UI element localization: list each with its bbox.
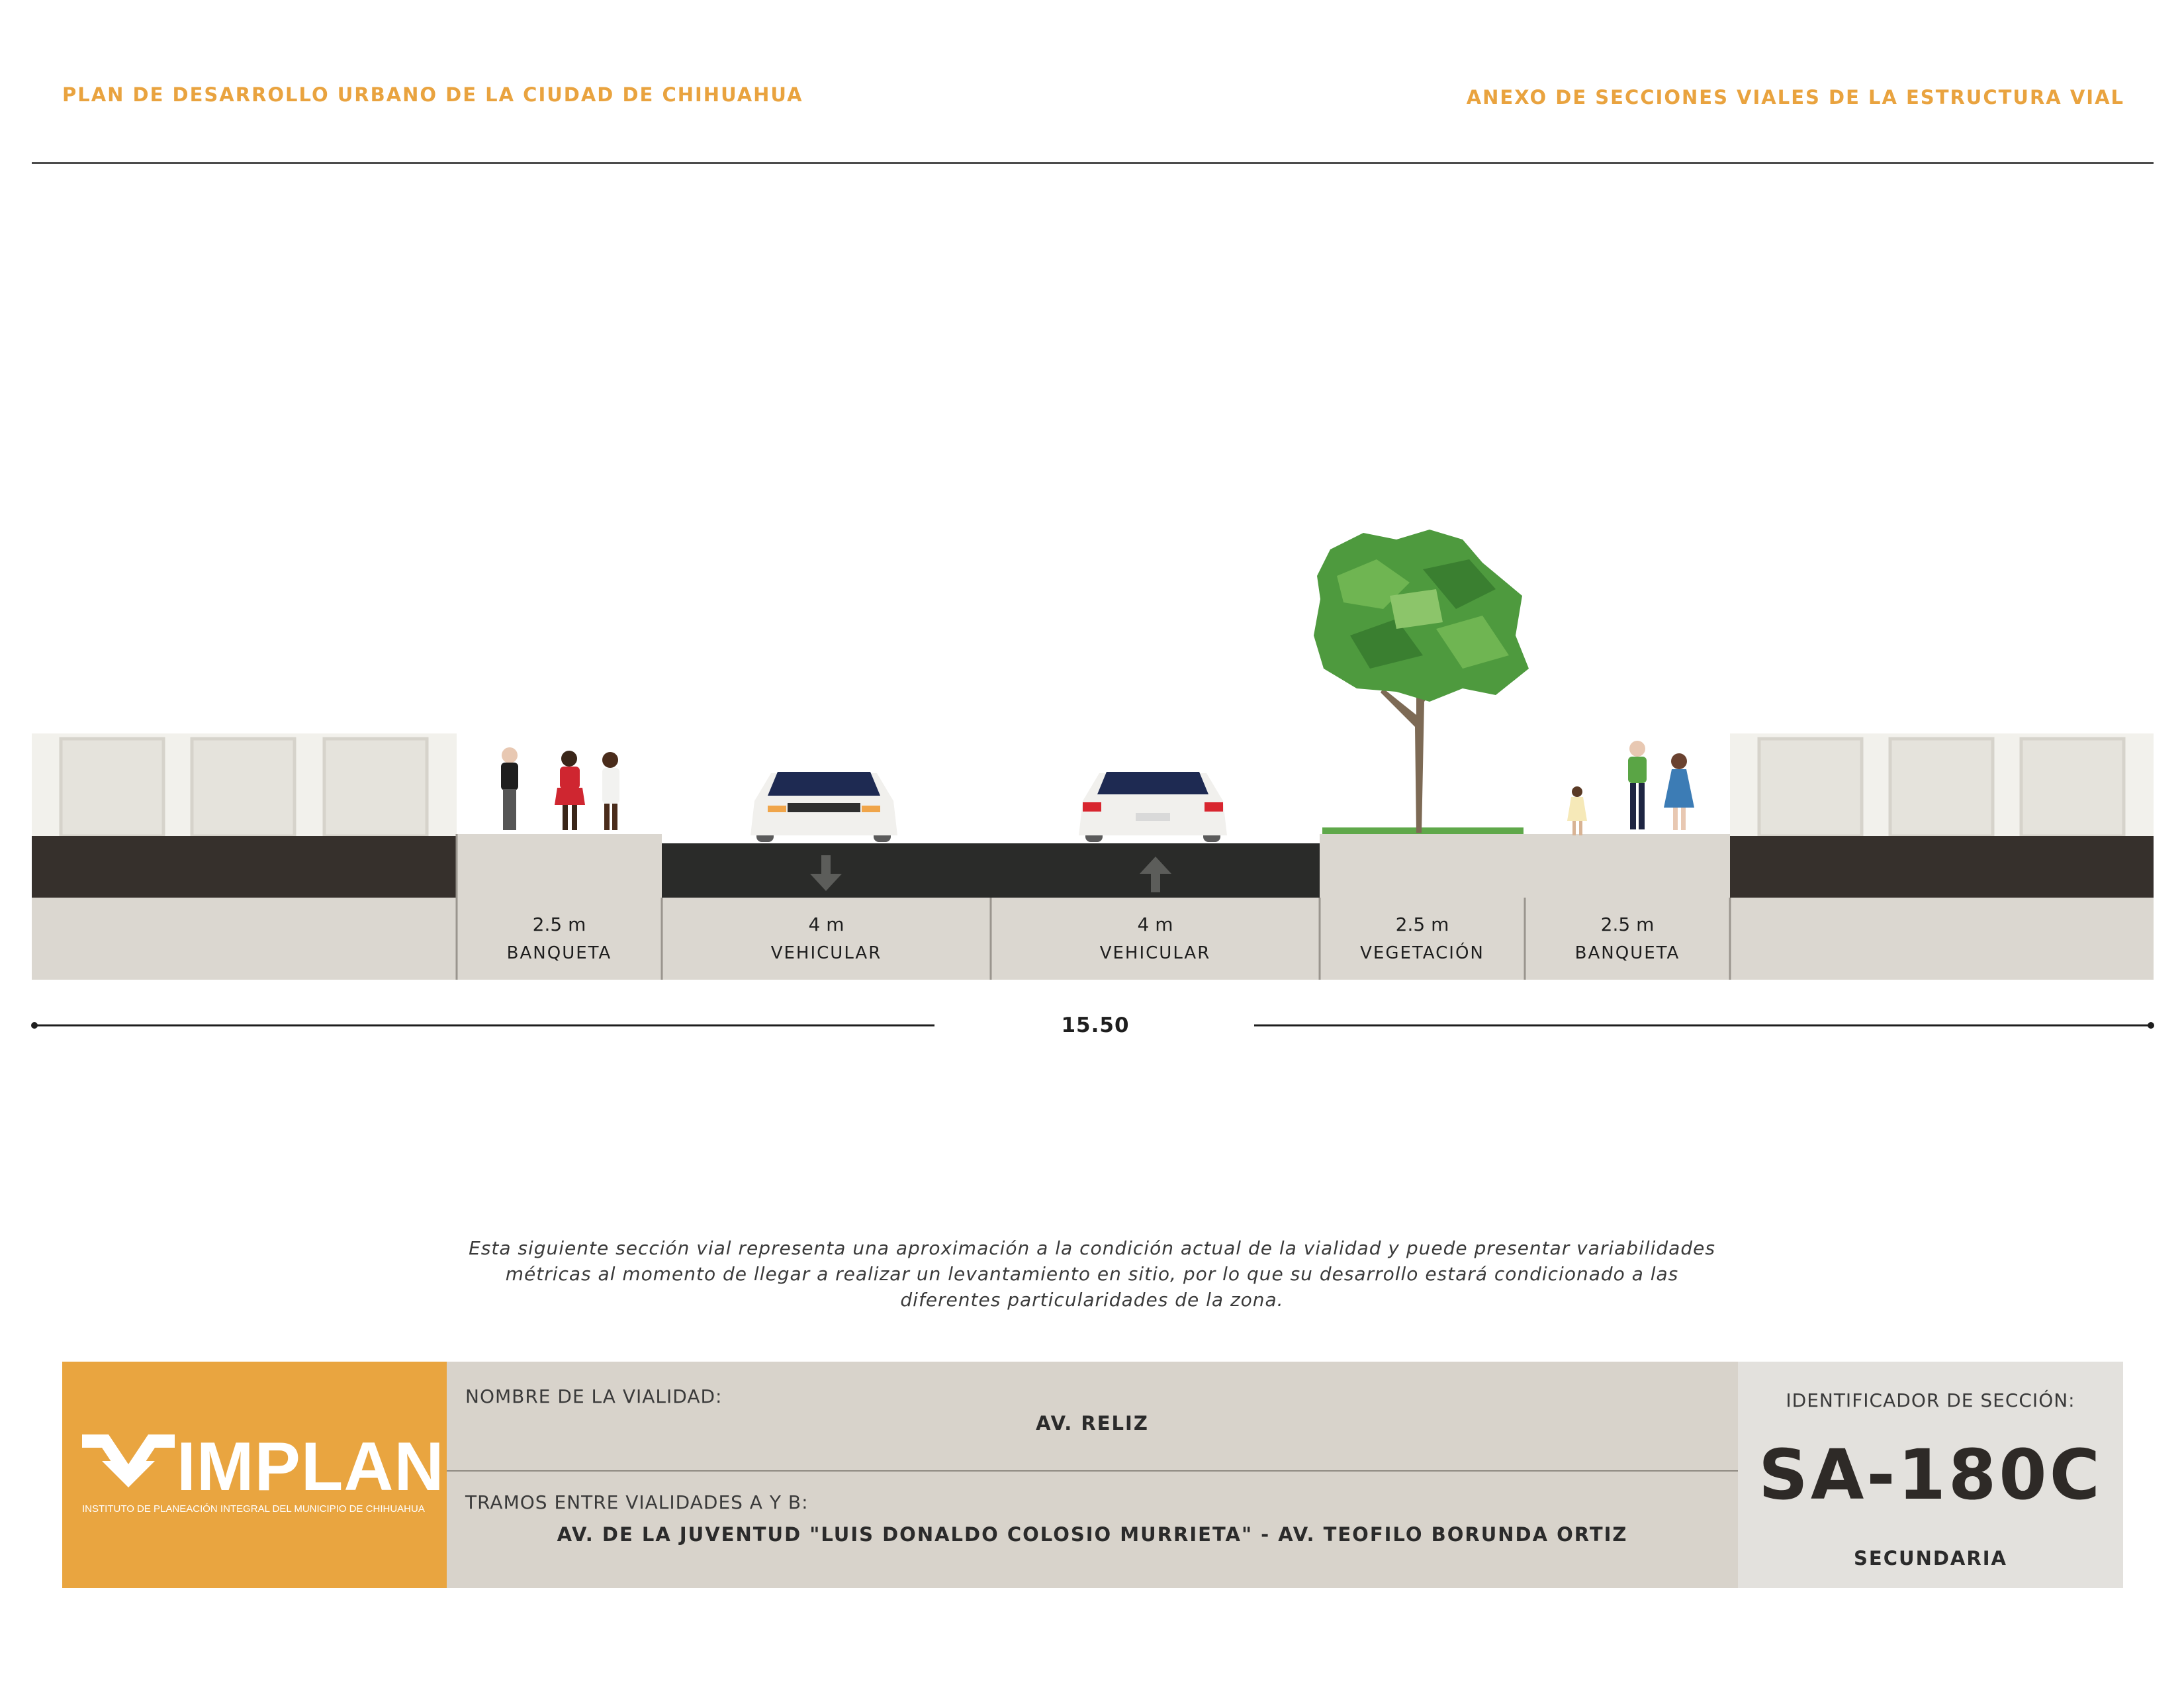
pedestrians-right <box>1567 741 1694 835</box>
segment-width-label: 4 m <box>809 914 844 935</box>
road-name-label: NOMBRE DE LA VIALIDAD: <box>465 1385 723 1407</box>
roadway <box>662 843 1320 898</box>
arrow-down-icon <box>810 855 842 891</box>
car-rear-icon <box>1079 772 1227 842</box>
tree-icon <box>1314 530 1529 834</box>
child-pedestrian-icon <box>1567 786 1587 835</box>
implan-logo-icon <box>82 1434 175 1487</box>
document-title: PLAN DE DESARROLLO URBANO DE LA CIUDAD D… <box>62 83 803 106</box>
arrow-up-icon <box>1140 857 1171 892</box>
segment-type-label: VEHICULAR <box>771 943 882 963</box>
dimension-endpoint <box>31 1022 38 1029</box>
section-id-label: IDENTIFICADOR DE SECCIÓN: <box>1786 1389 2075 1411</box>
pedestrian-icon <box>555 751 585 830</box>
road-segment-value: AV. DE LA JUVENTUD "LUIS DONALDO COLOSIO… <box>557 1523 1628 1546</box>
segment-labels: 2.5 m BANQUETA 4 m VEHICULAR 4 m VEHICULAR 2.5… <box>507 914 1680 963</box>
segment-type-label: BANQUETA <box>1575 943 1680 963</box>
implan-wordmark: IMPLAN <box>177 1429 445 1505</box>
road-cross-section: 2.5 m BANQUETA 4 m VEHICULAR 4 m VEHICULAR 2.5… <box>31 530 2154 1029</box>
section-type: SECUNDARIA <box>1854 1547 2007 1570</box>
pedestrian-icon <box>1628 741 1647 829</box>
info-divider <box>447 1470 1738 1472</box>
ground-strip <box>32 898 2154 980</box>
pedestrian-icon <box>501 747 518 830</box>
segment-width-label: 2.5 m <box>1396 914 1449 935</box>
right-building <box>1730 733 2154 898</box>
left-sidewalk <box>457 834 662 980</box>
section-identifier-panel: IDENTIFICADOR DE SECCIÓN: SA-180C SECUND… <box>1738 1362 2123 1588</box>
pedestrian-icon <box>1664 753 1694 830</box>
header-divider <box>32 162 2154 164</box>
implan-logo-panel: IMPLAN INSTITUTO DE PLANEACIÓN INTEGRAL … <box>62 1362 447 1588</box>
road-name-value: AV. RELIZ <box>1036 1412 1149 1434</box>
pedestrians-left <box>501 747 619 830</box>
car-front-icon <box>751 772 897 842</box>
disclaimer-text: Esta siguiente sección vial representa u… <box>469 1237 1715 1311</box>
implan-subtitle: INSTITUTO DE PLANEACIÓN INTEGRAL DEL MUN… <box>82 1503 425 1515</box>
dimension-endpoint <box>2148 1022 2154 1029</box>
pedestrian-icon <box>602 752 619 830</box>
segment-type-label: BANQUETA <box>507 943 612 963</box>
segment-separators <box>455 834 1731 980</box>
section-id-code: SA-180C <box>1758 1434 2103 1515</box>
road-segment-label: TRAMOS ENTRE VIALIDADES A Y B: <box>465 1491 809 1513</box>
segment-type-label: VEHICULAR <box>1100 943 1211 963</box>
road-info-panel: NOMBRE DE LA VIALIDAD: AV. RELIZ TRAMOS … <box>447 1362 1738 1588</box>
total-width-label: 15.50 <box>1061 1013 1130 1037</box>
segment-width-label: 2.5 m <box>533 914 586 935</box>
left-building <box>32 733 457 898</box>
segment-width-label: 4 m <box>1138 914 1173 935</box>
annex-title: ANEXO DE SECCIONES VIALES DE LA ESTRUCTU… <box>1466 86 2124 109</box>
segment-width-label: 2.5 m <box>1601 914 1655 935</box>
segment-type-label: VEGETACIÓN <box>1360 942 1484 963</box>
